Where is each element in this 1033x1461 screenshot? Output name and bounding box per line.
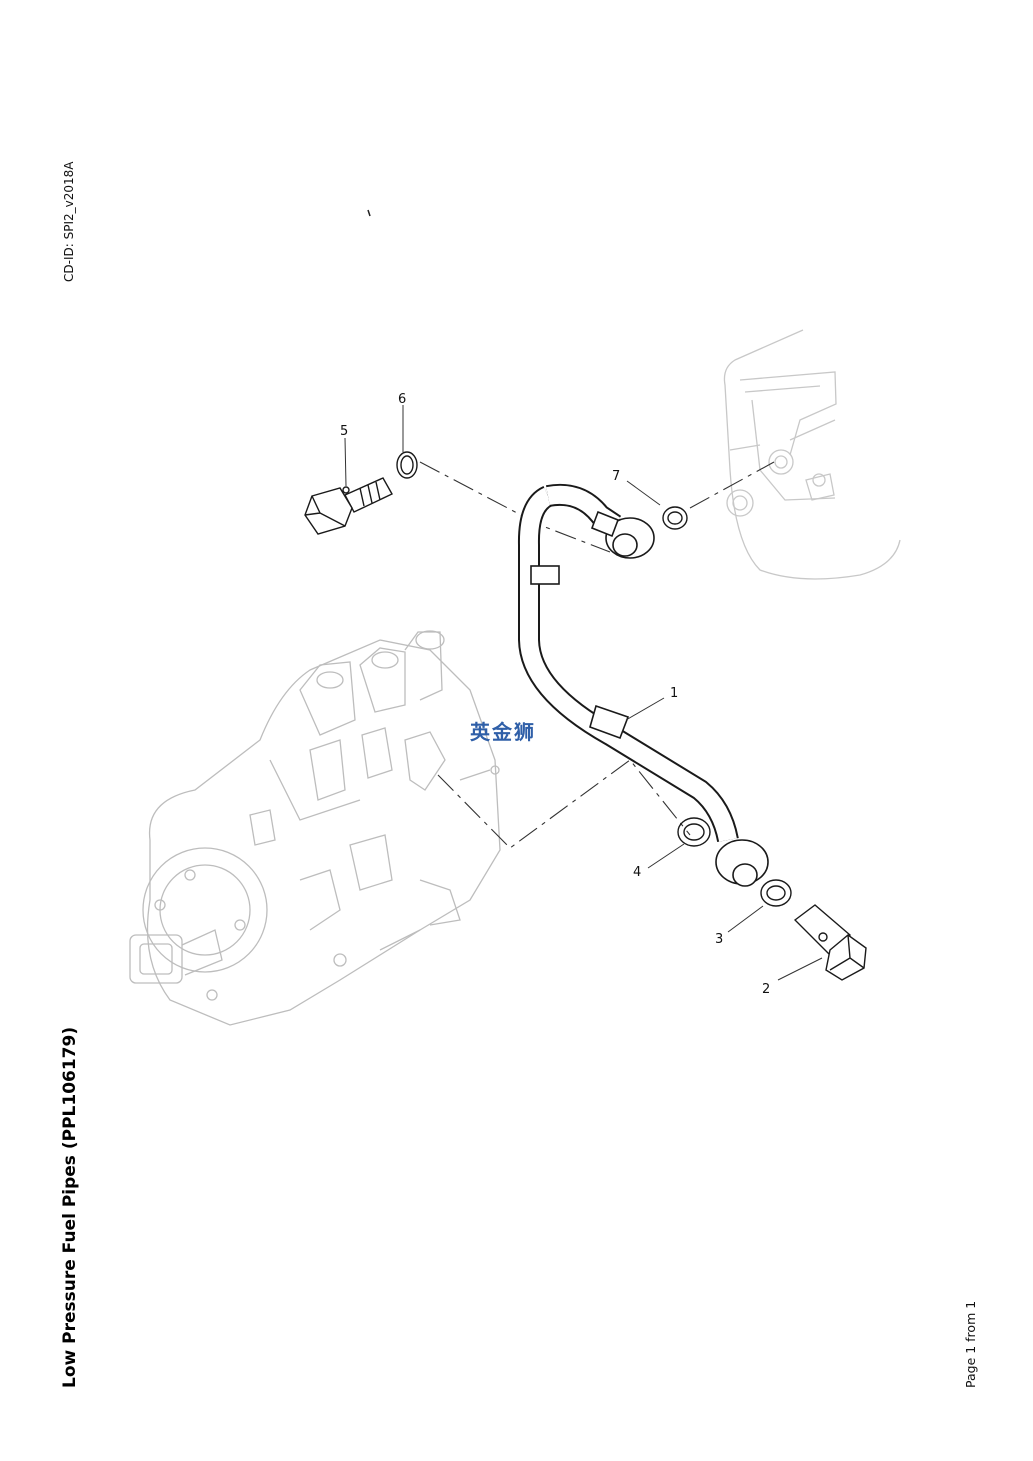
injection-pump	[129, 630, 501, 1026]
engine-housing	[723, 329, 901, 580]
callout-3: 3	[715, 932, 723, 947]
callout-6: 6	[398, 392, 406, 407]
callout-4: 4	[633, 865, 641, 880]
watermark-logo: 英金狮	[470, 720, 536, 744]
leader-lines	[344, 405, 823, 981]
callout-5: 5	[340, 424, 348, 439]
callout-1: 1	[670, 686, 678, 701]
banjo-bolt-item-5	[304, 477, 393, 535]
callout-2: 2	[762, 982, 770, 997]
sealing-ring-item-6	[396, 451, 418, 479]
banjo-bolt-item-2	[793, 904, 867, 981]
fuel-pipe	[517, 483, 769, 887]
sealing-ring-item-7	[662, 506, 688, 530]
stray-mark	[367, 209, 371, 217]
sealing-ring-item-4	[677, 817, 711, 847]
callout-7: 7	[612, 469, 620, 484]
sealing-ring-item-3	[760, 879, 792, 907]
